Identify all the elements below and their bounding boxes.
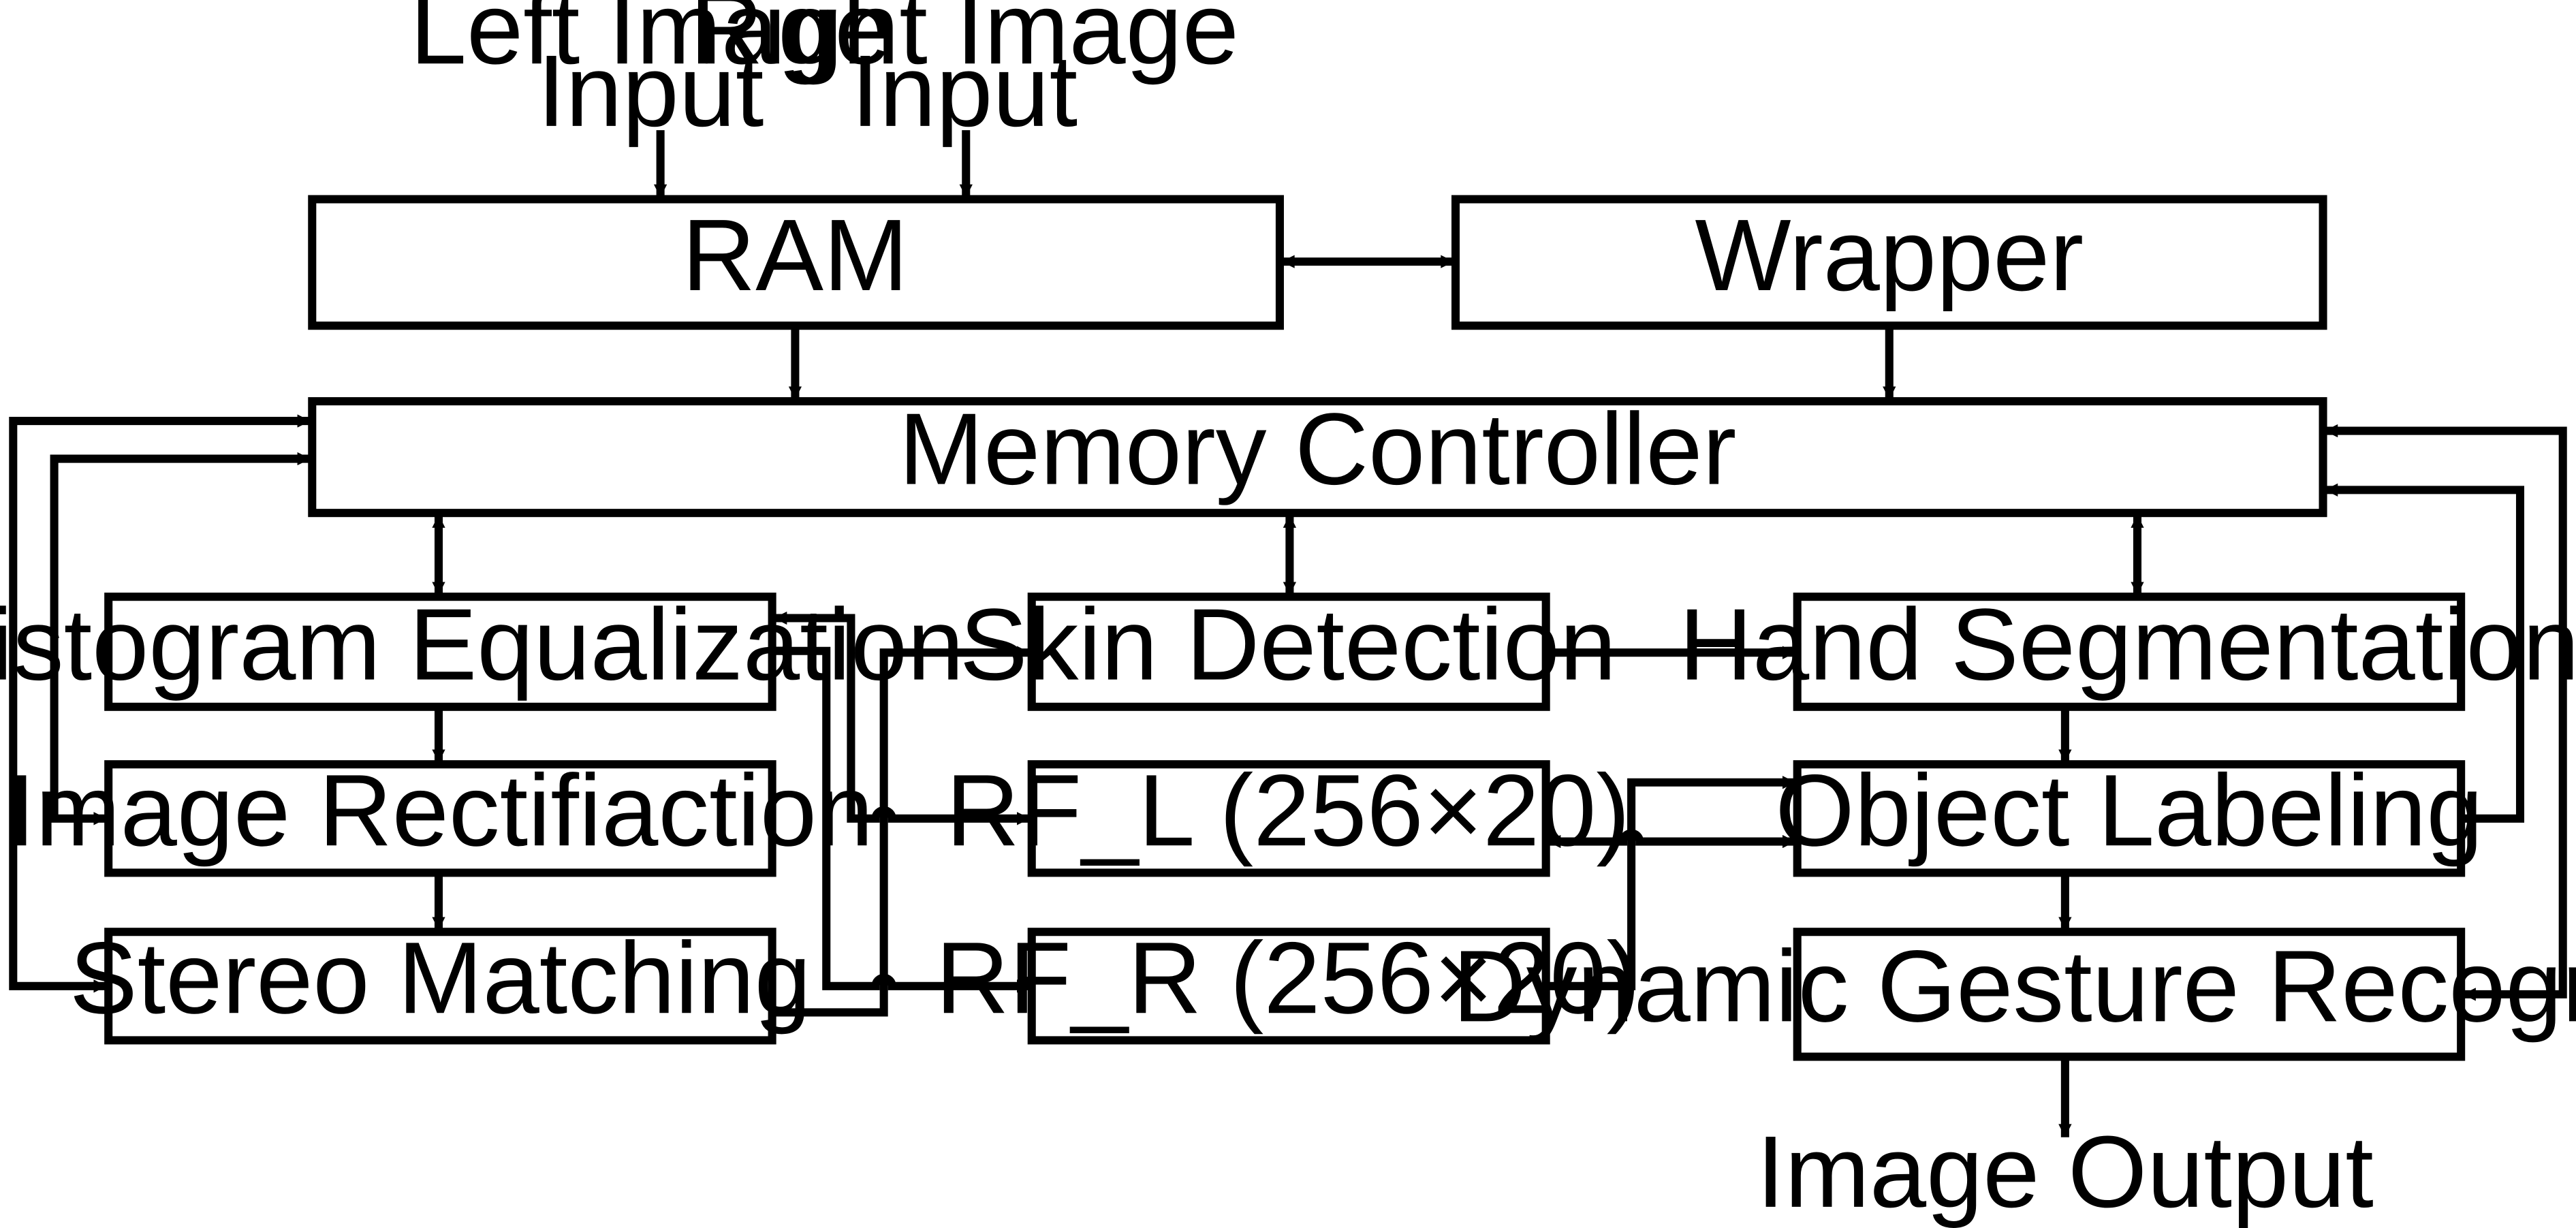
skin-detection-block: Skin Detection [960, 588, 1616, 711]
svg-text:Image Rectifiaction: Image Rectifiaction [7, 753, 874, 867]
stereo-matching-block: Stereo Matching [69, 921, 811, 1045]
svg-text:Right Image: Right Image [690, 0, 1239, 85]
histogram-rfr-arrow [774, 644, 1031, 993]
rf-l-block: RF_L (256×20) [946, 753, 1630, 877]
svg-text:Object Labeling: Object Labeling [1775, 753, 2483, 867]
svg-text:Wrapper: Wrapper [1695, 198, 2084, 312]
svg-text:Left Image: Left Image [410, 0, 892, 85]
svg-text:Input: Input [851, 34, 1078, 148]
svg-text:Memory Controller: Memory Controller [899, 392, 1737, 506]
image-rectification-block: Image Rectifiaction [7, 753, 874, 877]
rf-r-block: RF_R (256×20) [936, 921, 1641, 1045]
svg-text:Hand Segmentation: Hand Segmentation [1679, 588, 2576, 702]
gesture-memory-loop [2324, 424, 2567, 1001]
connectors [9, 130, 2567, 1137]
object-memory-loop [2324, 483, 2525, 825]
wrapper-block: Wrapper [1451, 195, 2327, 330]
svg-text:RF_L (256×20): RF_L (256×20) [946, 753, 1630, 867]
dynamic-gesture-recognition-block: Dynamic Gesture Recognition [1453, 928, 2576, 1061]
svg-text:Skin Detection: Skin Detection [960, 588, 1616, 702]
rfr-object-arrow [1548, 776, 1796, 993]
left-image-input-label: Left Image Input [410, 0, 892, 148]
object-labeling-block: Object Labeling [1775, 753, 2483, 877]
svg-text:RF_R (256×20): RF_R (256×20) [936, 921, 1641, 1035]
svg-text:RAM: RAM [682, 198, 908, 312]
hand-segmentation-block: Hand Segmentation [1679, 588, 2576, 711]
stereo-memory-loop [9, 414, 311, 993]
rectification-memory-loop [50, 452, 311, 825]
right-image-input-label: Right Image Input [690, 0, 1239, 148]
memory-controller-block: Memory Controller [308, 392, 2327, 518]
svg-text:Stereo Matching: Stereo Matching [69, 921, 811, 1035]
svg-text:Input: Input [537, 34, 764, 148]
ram-block: RAM [308, 195, 1284, 330]
svg-text:Histogram Equalization: Histogram Equalization [0, 588, 964, 702]
